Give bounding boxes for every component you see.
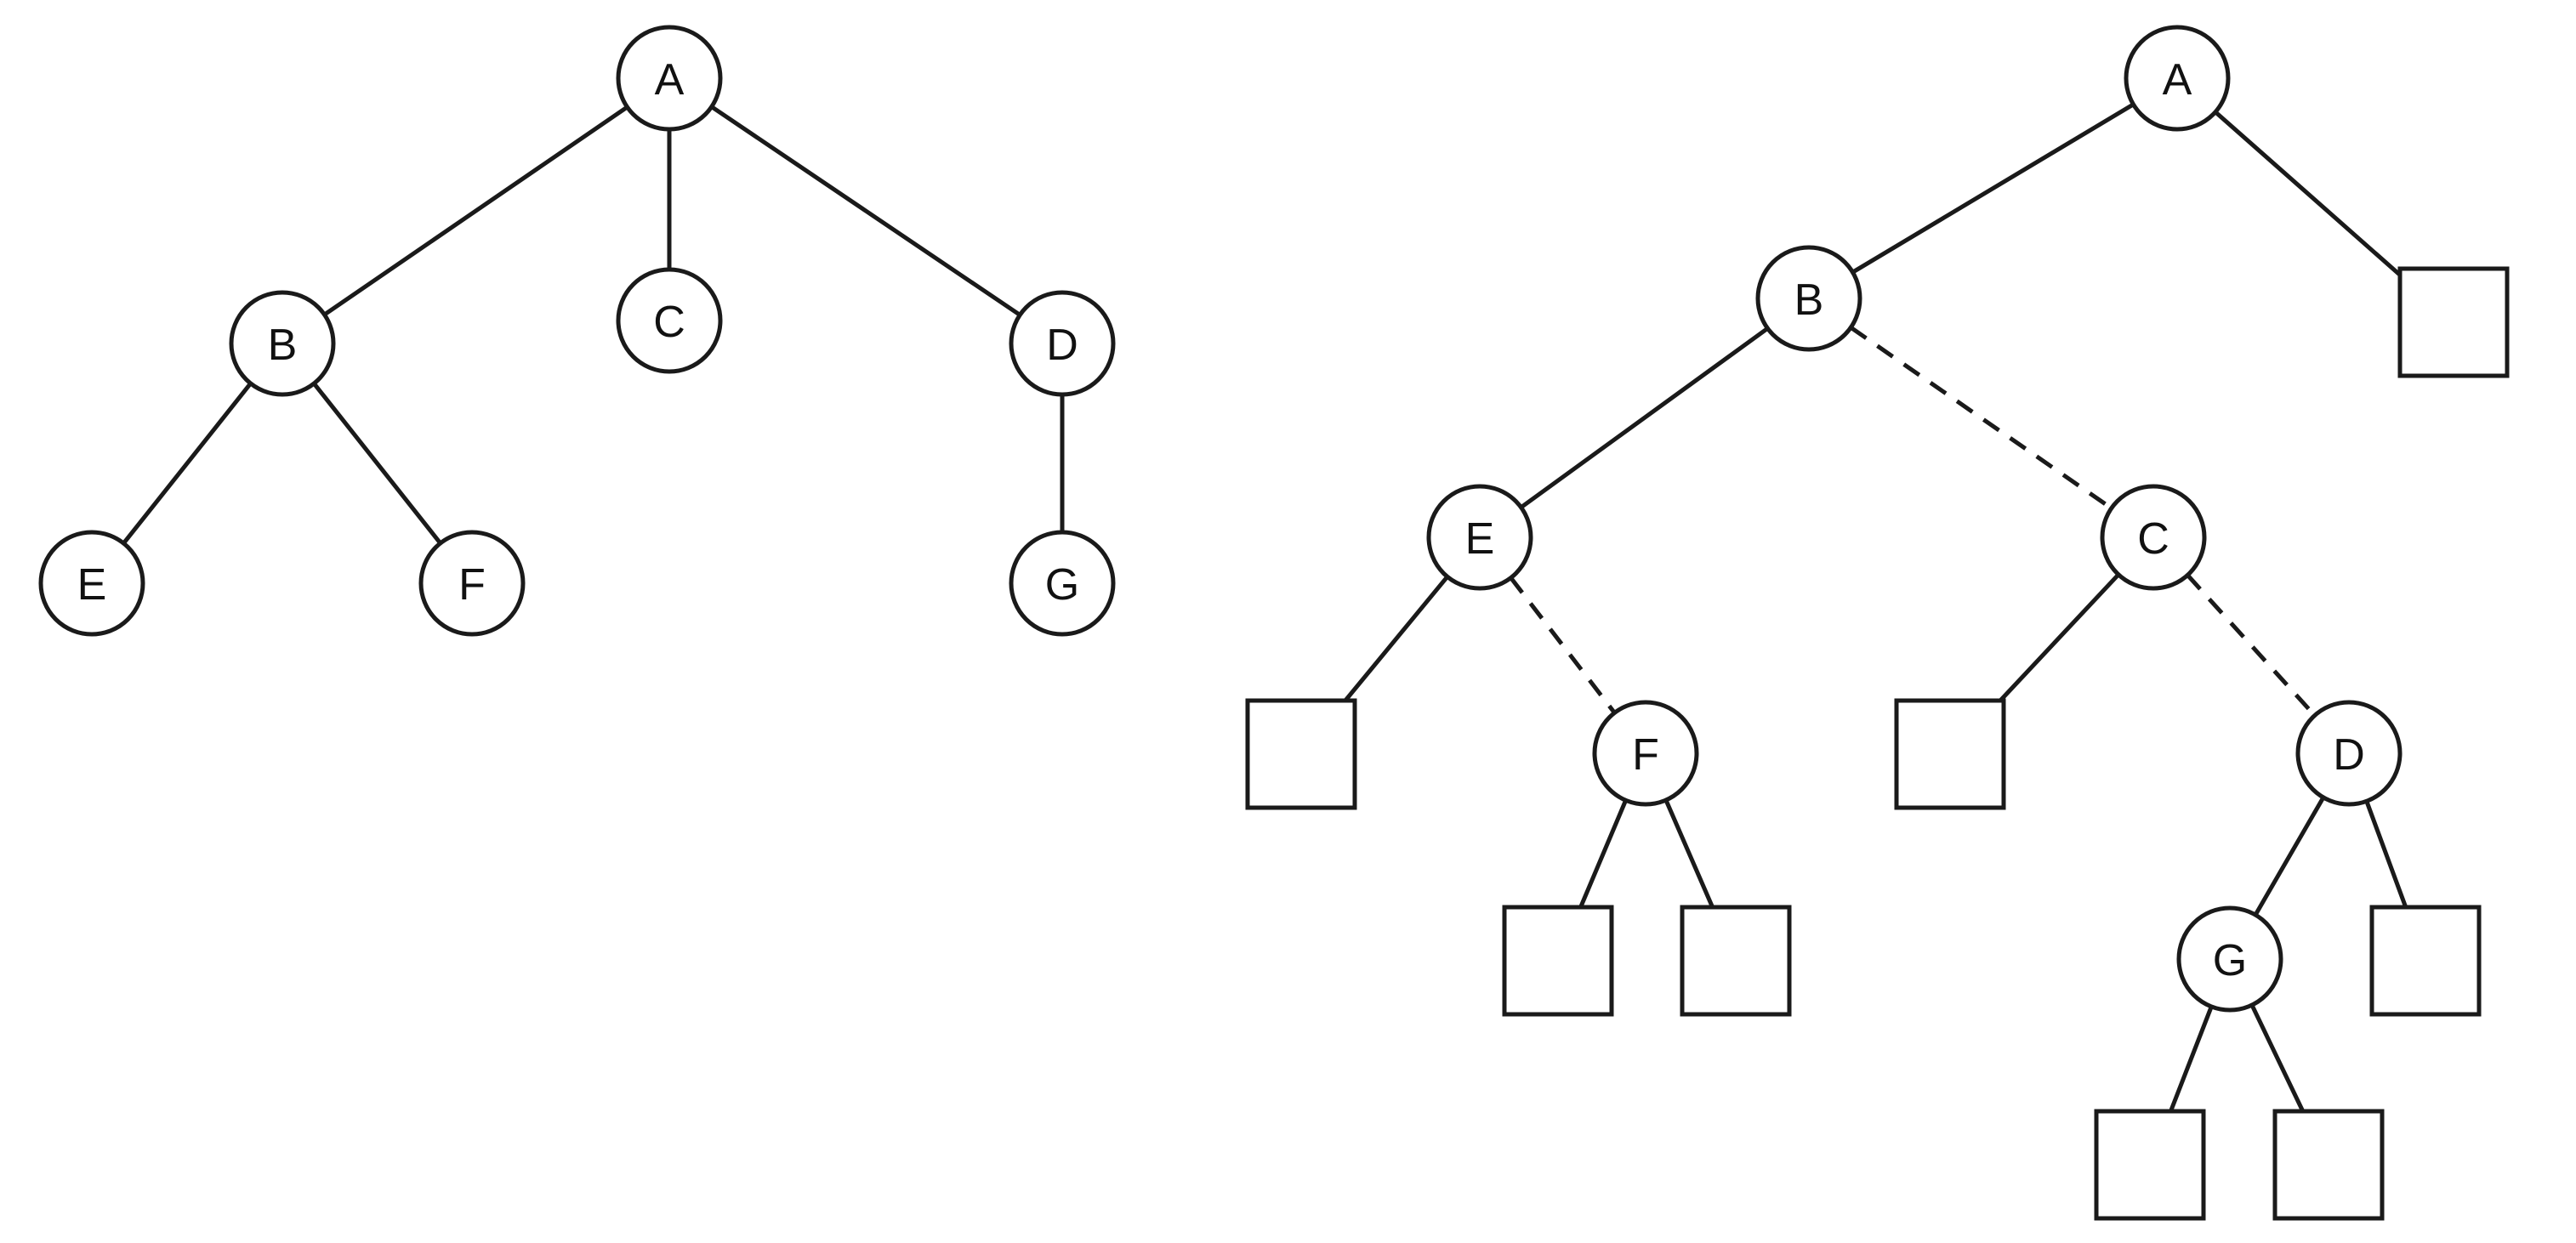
general-tree-node-b: B bbox=[229, 290, 336, 397]
binary-tree-node-g: G bbox=[2176, 905, 2283, 1013]
binary-tree-edge-d-nil-d bbox=[2364, 798, 2408, 910]
binary-tree-leaf-d bbox=[2369, 905, 2482, 1017]
binary-tree-node-label: C bbox=[2137, 514, 2169, 564]
binary-tree-edge-f-nil-f-left bbox=[1578, 797, 1629, 910]
binary-tree-node-a: A bbox=[2124, 25, 2231, 132]
binary-tree-node-label: G bbox=[2213, 936, 2247, 985]
general-tree-node-circle bbox=[418, 530, 526, 637]
general-tree-edge-b-f bbox=[311, 381, 443, 546]
binary-tree-node-label: F bbox=[1632, 730, 1659, 780]
binary-tree-edge-b-c bbox=[1849, 326, 2113, 510]
binary-tree-edge-g-nil-g-left bbox=[2168, 1004, 2214, 1114]
binary-tree-node-label: B bbox=[1794, 275, 1824, 325]
binary-tree-node-circle bbox=[1592, 700, 1699, 807]
binary-tree-node-circle bbox=[2176, 905, 2283, 1013]
general-tree-node-label: C bbox=[653, 298, 685, 347]
binary-tree-edge-a-nil-a bbox=[2213, 110, 2403, 277]
general-tree-node-circle bbox=[1009, 290, 1116, 397]
binary-tree-node-d: D bbox=[2295, 700, 2403, 807]
binary-tree-node-c: C bbox=[2100, 484, 2207, 591]
binary-tree-node-circle bbox=[2100, 484, 2207, 591]
binary-tree-leaf-f-right bbox=[1680, 905, 1792, 1017]
binary-tree-edge-c-nil-c bbox=[1998, 572, 2121, 703]
general-tree-nodes: A B C D E F G bbox=[38, 25, 1116, 637]
general-tree-node-g: G bbox=[1009, 530, 1116, 637]
binary-tree-edge-d-g bbox=[2253, 795, 2326, 917]
general-tree-node-circle bbox=[229, 290, 336, 397]
binary-tree-edge-e-f bbox=[1509, 576, 1617, 714]
binary-tree-edge-c-d bbox=[2186, 573, 2317, 718]
binary-tree-node-f: F bbox=[1592, 700, 1699, 807]
binary-tree: A B C D E F G bbox=[1245, 25, 2510, 1221]
general-tree-node-c: C bbox=[616, 267, 723, 374]
binary-tree-node-label: E bbox=[1465, 514, 1495, 564]
general-tree-node-circle bbox=[616, 267, 723, 374]
binary-tree-node-circle bbox=[2124, 25, 2231, 132]
binary-tree-leaf-g-right bbox=[2272, 1109, 2385, 1221]
general-tree-edge-a-d bbox=[709, 105, 1022, 317]
general-tree-edge-b-e bbox=[121, 381, 253, 546]
binary-tree-edge-a-b bbox=[1850, 102, 2136, 275]
general-tree-node-e: E bbox=[38, 530, 145, 637]
general-tree-node-d: D bbox=[1009, 290, 1116, 397]
binary-tree-edge-g-nil-g-right bbox=[2249, 1002, 2306, 1114]
general-tree-node-label: B bbox=[268, 321, 298, 370]
general-tree-node-f: F bbox=[418, 530, 526, 637]
binary-tree-leaf-g-left bbox=[2094, 1109, 2206, 1221]
general-tree-node-circle bbox=[1009, 530, 1116, 637]
general-tree-node-a: A bbox=[616, 25, 723, 132]
binary-tree-node-e: E bbox=[1426, 484, 1533, 591]
binary-tree-node-circle bbox=[1426, 484, 1533, 591]
general-tree-node-label: E bbox=[77, 560, 107, 610]
binary-tree-leaf-e bbox=[1245, 698, 1357, 810]
binary-tree-edges bbox=[1343, 102, 2408, 1114]
binary-tree-edge-e-nil-e bbox=[1343, 574, 1450, 703]
binary-tree-nodes: A B C D E F G bbox=[1245, 25, 2510, 1221]
binary-tree-node-label: A bbox=[2163, 55, 2192, 105]
general-tree-edge-a-b bbox=[321, 105, 630, 317]
binary-tree-leaf-a bbox=[2397, 266, 2510, 378]
binary-tree-edge-b-e bbox=[1519, 326, 1770, 510]
general-tree-node-label: A bbox=[655, 55, 685, 105]
binary-tree-node-circle bbox=[1755, 245, 1862, 352]
general-tree: A B C D E F G bbox=[38, 25, 1116, 637]
binary-tree-leaf-c bbox=[1894, 698, 2006, 810]
general-tree-node-label: G bbox=[1045, 560, 1079, 610]
binary-tree-edge-f-nil-f-right bbox=[1663, 797, 1715, 910]
binary-tree-node-circle bbox=[2295, 700, 2403, 807]
general-tree-node-label: F bbox=[458, 560, 486, 610]
binary-tree-node-b: B bbox=[1755, 245, 1862, 352]
general-tree-edges bbox=[121, 105, 1065, 546]
general-tree-node-label: D bbox=[1046, 321, 1078, 370]
binary-tree-node-label: D bbox=[2333, 730, 2365, 780]
general-tree-node-circle bbox=[38, 530, 145, 637]
binary-tree-leaf-f-left bbox=[1502, 905, 1614, 1017]
general-tree-node-circle bbox=[616, 25, 723, 132]
